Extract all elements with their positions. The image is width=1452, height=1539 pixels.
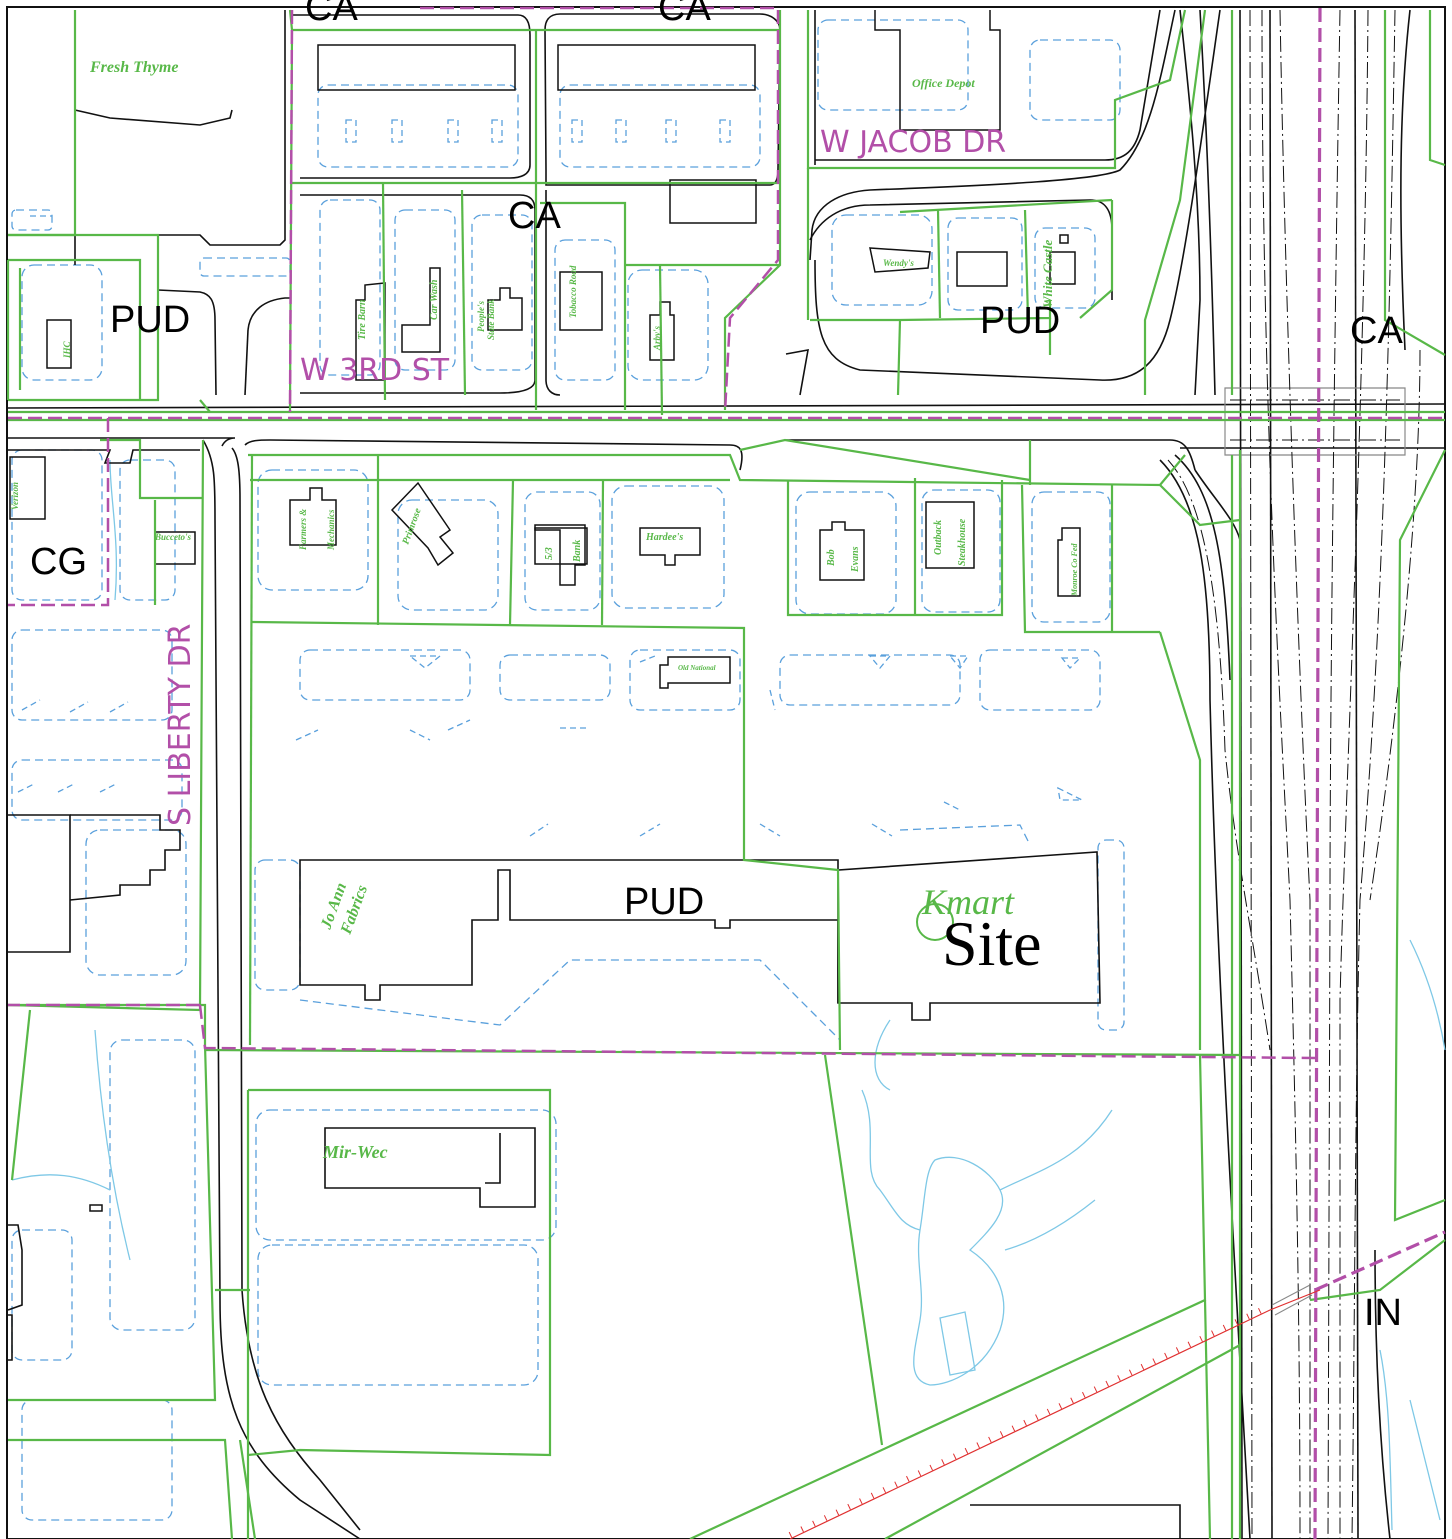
rail-ties: [788, 1303, 1272, 1538]
business-label: Verizon: [10, 482, 20, 510]
business-label: Bucceto's: [154, 532, 191, 542]
zone-label-pud: PUD: [624, 881, 704, 923]
business-label: State Bank: [486, 299, 496, 340]
street-label-jacob: W JACOB DR: [820, 125, 1006, 160]
parcel-lines: [6, 9, 1446, 1539]
parking-markers: [17, 119, 1083, 837]
business-label: Fresh Thyme: [89, 59, 178, 76]
business-label: Monroe Co Fed: [1070, 543, 1079, 597]
business-label: Mechanics: [326, 509, 336, 551]
business-label: Bank: [572, 540, 583, 563]
zone-labels: CA CA CA PUD PUD CA CG PUD IN: [30, 0, 1403, 1334]
zone-label-cg: CG: [30, 541, 87, 583]
rail-line: [789, 1289, 1321, 1539]
business-label: Bob: [826, 549, 837, 567]
business-label-kmart: Kmart: [921, 882, 1015, 922]
business-label: Hardee's: [645, 532, 683, 543]
business-label: Steakhouse: [957, 518, 968, 566]
zone-label-ca: CA: [1350, 310, 1403, 352]
street-labels: W JACOB DR W 3RD ST S LIBERTY DR: [163, 125, 1006, 826]
rail-bridge: [1271, 1284, 1313, 1316]
business-label: Car Wash: [429, 279, 440, 320]
street-label-liberty: S LIBERTY DR: [163, 624, 198, 826]
small-buildings: [9, 10, 1081, 1212]
zone-label-ca: CA: [508, 195, 561, 237]
street-label-third: W 3RD ST: [300, 353, 450, 388]
business-label: Tobacco Road: [568, 265, 578, 318]
business-label: Evans: [850, 546, 861, 573]
business-label: Mir-Wec: [322, 1142, 388, 1162]
zone-label-ca: CA: [305, 0, 358, 29]
site-marker: [916, 903, 954, 941]
business-label: Wendy's: [883, 258, 914, 268]
zone-label-in: IN: [1364, 1292, 1402, 1334]
business-label: IHC: [62, 340, 72, 359]
roads: [7, 9, 1446, 1539]
business-label: Arby's: [652, 325, 662, 351]
zone-label-ca: CA: [658, 0, 711, 29]
business-label: Farmers &: [298, 509, 308, 551]
zone-label-pud: PUD: [110, 299, 190, 341]
zone-label-pud: PUD: [980, 300, 1060, 342]
water-features: [11, 459, 1446, 1531]
business-label: Tire Barn: [357, 299, 368, 340]
zone-boundaries: [8, 6, 1446, 1539]
business-label: White Castle: [1040, 240, 1055, 308]
business-label: 5/3: [544, 547, 555, 560]
business-label: Outback: [933, 520, 944, 555]
business-label: Old National: [678, 664, 716, 672]
parking-lots: [11, 19, 1125, 1521]
map-frame: [6, 6, 1446, 1539]
business-label: People's: [476, 301, 486, 332]
site-label: Site: [942, 908, 1042, 979]
highway-centerlines: [1167, 9, 1421, 1539]
business-label: Office Depot: [912, 76, 975, 90]
